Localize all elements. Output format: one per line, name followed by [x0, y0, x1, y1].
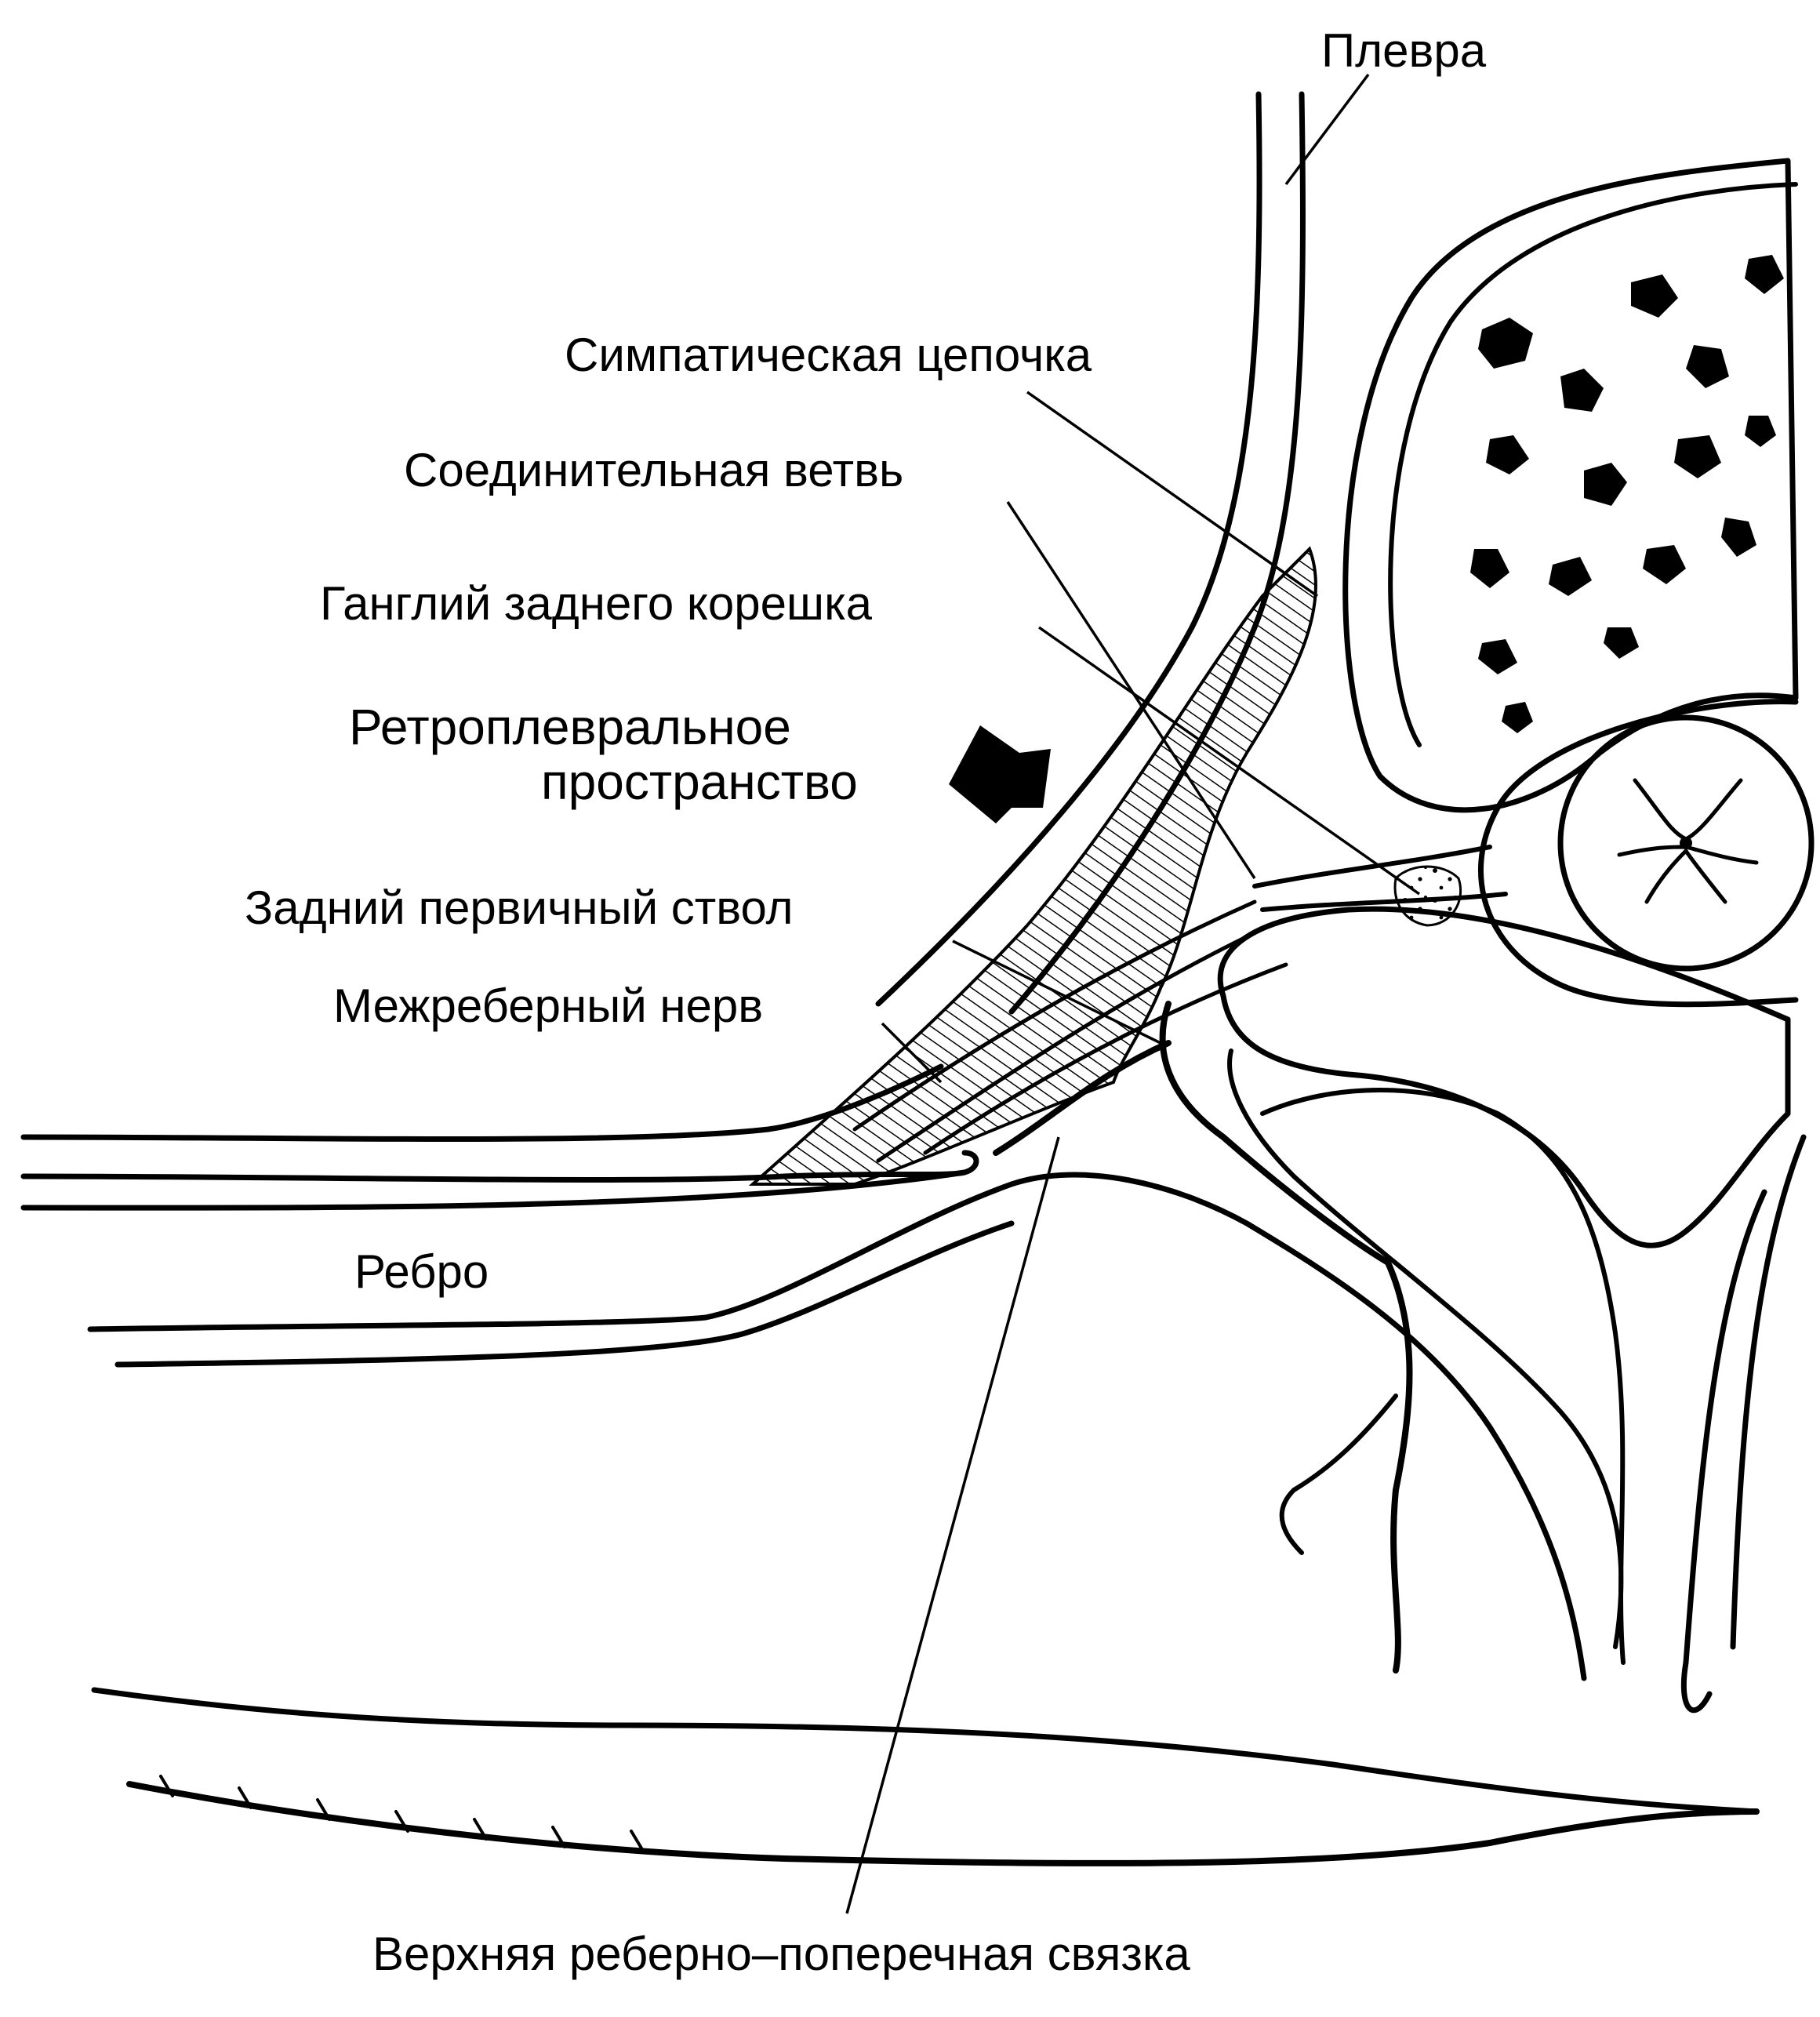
nerve-bundle — [748, 546, 1508, 1186]
label-communicating-branch: Соединительная ветвь — [404, 444, 904, 496]
leader-communicating-branch — [1006, 501, 1256, 879]
bone-marrow-spots — [1470, 255, 1784, 733]
nerve-branches — [993, 1001, 1413, 1674]
label-sympathetic-chain: Симпатическая цепочка — [565, 329, 1092, 381]
back-muscles — [91, 1687, 1760, 1866]
leader-sympathetic-chain — [1026, 391, 1319, 598]
leader-posterior-primary-ramus — [952, 939, 1161, 1045]
label-rib: Ребро — [354, 1245, 489, 1298]
label-retropleural-space-line2: пространство — [541, 754, 858, 810]
label-intercostal-nerve: Межреберный нерв — [333, 979, 764, 1032]
spinal-cord — [1478, 699, 1815, 1008]
label-dorsal-root-ganglion: Ганглий заднего корешка — [320, 577, 873, 630]
transverse-process — [1217, 906, 1807, 1714]
retropleural-space-marker — [949, 725, 1051, 823]
label-superior-costotransverse-ligament: Верхняя реберно–поперечная связка — [372, 1928, 1190, 1980]
label-posterior-primary-ramus: Задний первичный ствол — [245, 881, 794, 934]
leader-pleura — [1284, 73, 1370, 186]
leader-lines — [845, 73, 1421, 1914]
label-pleura: Плевра — [1321, 24, 1487, 77]
leader-intercostal-nerve — [881, 1022, 943, 1084]
vertebral-body — [1342, 158, 1799, 813]
label-retropleural-space-line1: Ретроплевральное — [349, 699, 791, 755]
leader-dorsal-root-ganglion — [1037, 626, 1421, 896]
leader-superior-costotransverse-ligament — [845, 1136, 1060, 1914]
